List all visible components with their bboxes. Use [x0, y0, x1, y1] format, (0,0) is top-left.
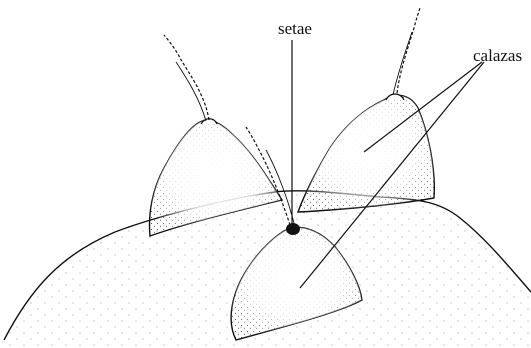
setae-label: setae: [278, 20, 312, 37]
calazas-label: calazas: [473, 47, 522, 64]
calaza-right: [298, 8, 434, 212]
